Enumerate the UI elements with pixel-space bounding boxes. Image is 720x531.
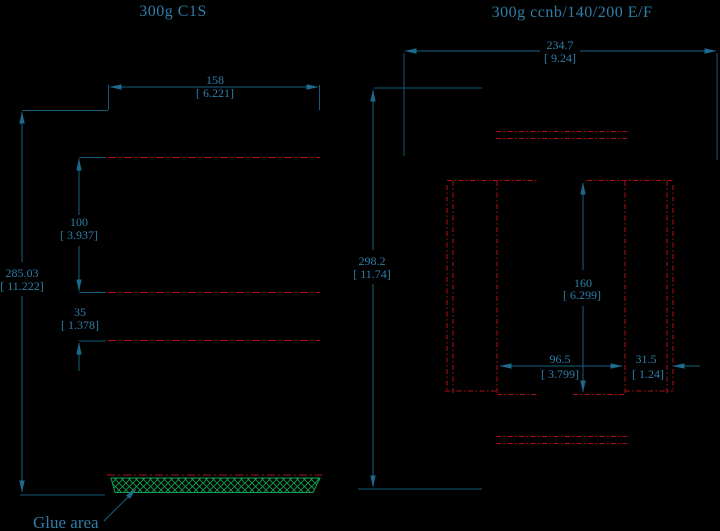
right-dim-width: 234.7 [ 9.24] bbox=[403, 38, 718, 160]
right-dim-insert-height: 160 [ 6.299] bbox=[563, 182, 601, 393]
left-dim-width-mm: 158 bbox=[206, 73, 224, 87]
right-dim-width-inch: [ 9.24] bbox=[544, 51, 576, 65]
right-dim-insert-width-mm: 96.5 bbox=[550, 352, 571, 366]
left-dim-height: 285.03 [ 11.222] bbox=[0, 110, 108, 496]
right-dim-height-mm: 298.2 bbox=[359, 254, 386, 268]
right-dim-height-inch: [ 11.74] bbox=[353, 267, 391, 281]
right-insert-outline bbox=[445, 180, 674, 395]
glue-area: Glue area bbox=[33, 477, 321, 531]
left-dim-width: 158 [ 6.221] bbox=[108, 73, 320, 110]
right-dim-insert-width-inch: [ 3.799] bbox=[541, 367, 579, 381]
left-dim-height-inch: [ 11.222] bbox=[0, 279, 44, 293]
left-dim-width-inch: [ 6.221] bbox=[196, 86, 234, 100]
right-dim-insert-height-mm: 160 bbox=[574, 276, 592, 290]
left-dim-body-inch: [ 3.937] bbox=[60, 228, 98, 242]
left-fold-lines bbox=[107, 157, 322, 476]
right-dim-side-flap-mm: 31.5 bbox=[636, 352, 657, 366]
left-dim-height-mm: 285.03 bbox=[6, 266, 39, 280]
right-dim-side-flap: 31.5 [ 1.24] bbox=[632, 352, 700, 381]
glue-area-hatch bbox=[110, 477, 321, 493]
left-dim-body-mm: 100 bbox=[70, 215, 88, 229]
left-dim-body: 100 [ 3.937] bbox=[60, 157, 106, 293]
left-dim-flap-inch: [ 1.378] bbox=[61, 318, 99, 332]
glue-leader-line bbox=[103, 488, 137, 522]
right-title: 300g ccnb/140/200 E/F bbox=[492, 4, 653, 21]
right-dim-insert-height-inch: [ 6.299] bbox=[563, 288, 601, 302]
left-dim-flap-mm: 35 bbox=[74, 305, 86, 319]
right-crease-pairs bbox=[496, 131, 627, 444]
right-dim-side-flap-inch: [ 1.24] bbox=[632, 367, 664, 381]
left-dieline: 300g C1S 158 [ 6.221] 285.03 [ 11.222] bbox=[0, 3, 322, 531]
left-dim-flap: 35 [ 1.378] bbox=[61, 305, 106, 371]
right-dim-width-mm: 234.7 bbox=[547, 38, 574, 52]
left-title: 300g C1S bbox=[139, 3, 207, 20]
glue-area-label: Glue area bbox=[33, 513, 99, 531]
right-dim-insert-width: 96.5 [ 3.799] bbox=[499, 352, 623, 381]
right-dim-height: 298.2 [ 11.74] bbox=[353, 87, 482, 490]
right-dieline: 300g ccnb/140/200 E/F 234.7 [ 9.24] 298.… bbox=[353, 4, 718, 490]
